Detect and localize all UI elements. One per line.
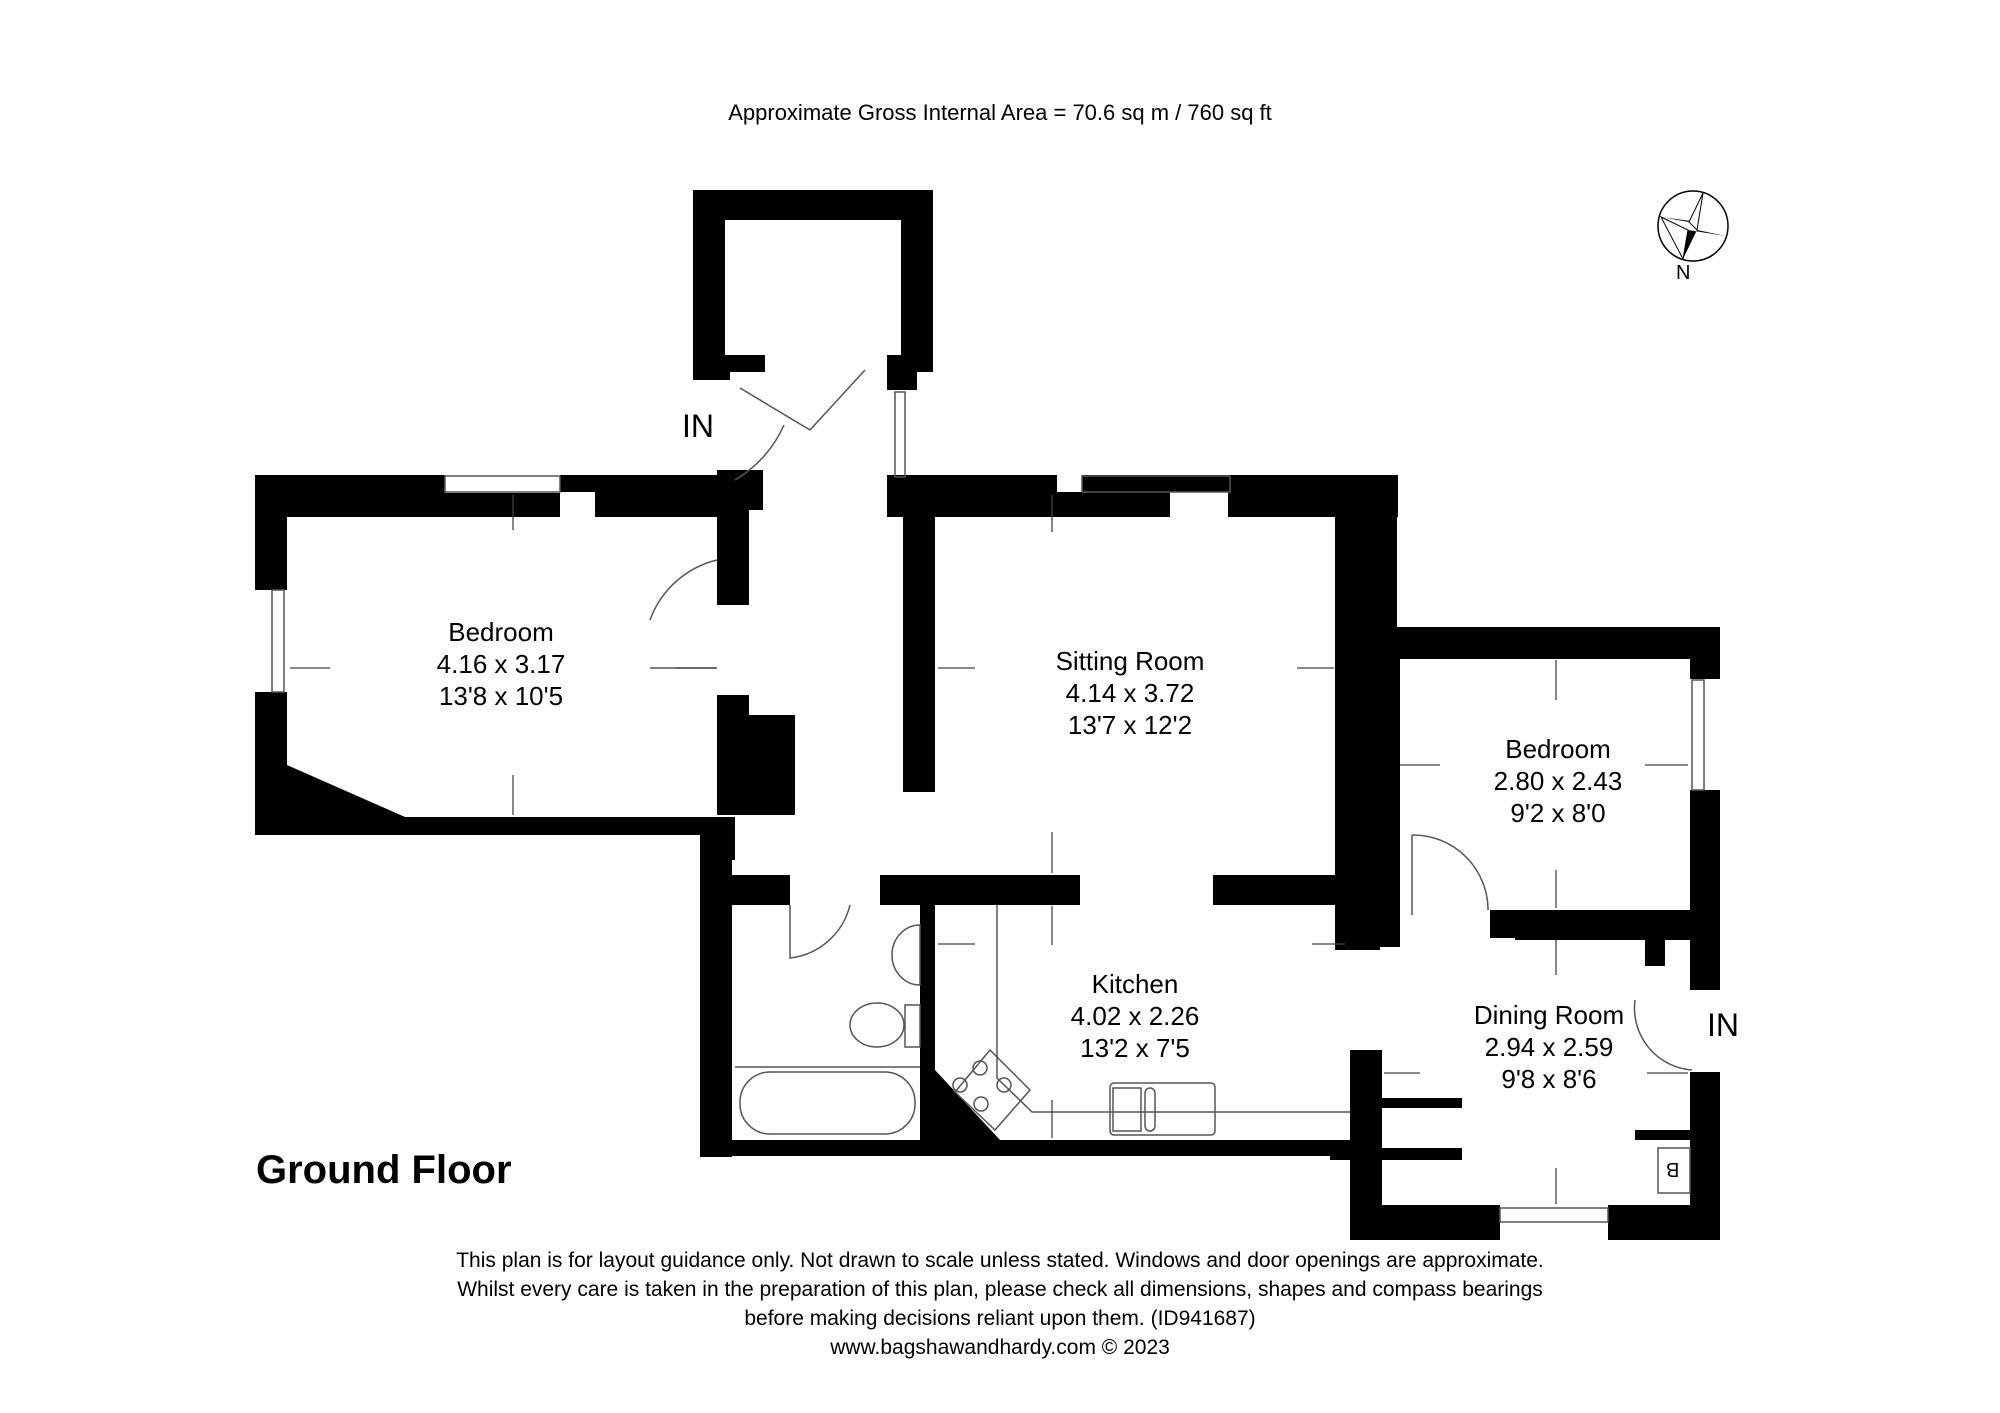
room-name: Bedroom — [448, 617, 554, 647]
room-bedroom-2: Bedroom 2.80 x 2.43 9'2 x 8'0 — [1494, 733, 1623, 829]
walls — [255, 190, 1720, 1240]
room-name: Bedroom — [1505, 734, 1611, 764]
window-icon — [444, 475, 561, 493]
bath-icon — [739, 1071, 916, 1135]
door-swing — [734, 424, 785, 481]
room-name: Kitchen — [1091, 969, 1179, 999]
room-metric: 4.02 x 2.26 — [1070, 1001, 1200, 1031]
room-name: Sitting Room — [1055, 646, 1205, 676]
door-swing — [1633, 999, 1693, 1071]
website-copyright: www.bagshawandhardy.com © 2023 — [830, 1336, 1170, 1359]
room-dining-room: Dining Room 2.94 x 2.59 9'8 x 8'6 — [1474, 999, 1624, 1095]
floor-name: Ground Floor — [256, 1148, 512, 1192]
room-metric: 4.16 x 3.17 — [436, 649, 566, 679]
room-imperial: 9'8 x 8'6 — [1501, 1064, 1597, 1094]
entrance-label-porch: IN — [682, 408, 714, 444]
fixtures — [271, 369, 1705, 1223]
room-sitting-room: Sitting Room 4.14 x 3.72 13'7 x 12'2 — [1056, 645, 1205, 741]
toilet-icon — [849, 1002, 905, 1048]
room-metric: 4.14 x 3.72 — [1065, 678, 1195, 708]
compass-rose-icon — [1657, 190, 1729, 262]
basin-icon — [891, 924, 921, 986]
room-kitchen: Kitchen 4.02 x 2.26 13'2 x 7'5 — [1071, 968, 1200, 1064]
disclaimer-line: Whilst every care is taken in the prepar… — [457, 1278, 1543, 1301]
window-icon — [1499, 1207, 1609, 1223]
window-icon — [271, 589, 285, 693]
room-imperial: 13'8 x 10'5 — [438, 681, 564, 711]
compass-north-label: N — [1676, 262, 1691, 284]
door-swing — [1411, 834, 1489, 915]
door-swing — [649, 559, 718, 621]
room-metric: 2.80 x 2.43 — [1493, 766, 1623, 796]
disclaimer-line: before making decisions reliant upon the… — [744, 1307, 1256, 1330]
window-icon — [1081, 475, 1231, 493]
sink-icon — [1109, 1082, 1216, 1136]
room-imperial: 13'2 x 7'5 — [1080, 1033, 1190, 1063]
boiler-label: B — [1666, 1158, 1680, 1180]
entrance-label-dining: IN — [1707, 1007, 1739, 1043]
disclaimer: This plan is for layout guidance only. N… — [0, 1246, 2000, 1362]
room-imperial: 9'2 x 8'0 — [1510, 798, 1606, 828]
room-imperial: 13'7 x 12'2 — [1067, 710, 1193, 740]
room-name: Dining Room — [1473, 1000, 1625, 1030]
room-metric: 2.94 x 2.59 — [1484, 1032, 1614, 1062]
window-icon — [1691, 679, 1705, 791]
room-bedroom-1: Bedroom 4.16 x 3.17 13'8 x 10'5 — [437, 616, 566, 712]
window-icon — [894, 391, 906, 478]
hob-icon — [953, 1048, 1032, 1132]
disclaimer-line: This plan is for layout guidance only. N… — [456, 1249, 1544, 1272]
gross-area-title: Approximate Gross Internal Area = 70.6 s… — [728, 100, 1272, 125]
